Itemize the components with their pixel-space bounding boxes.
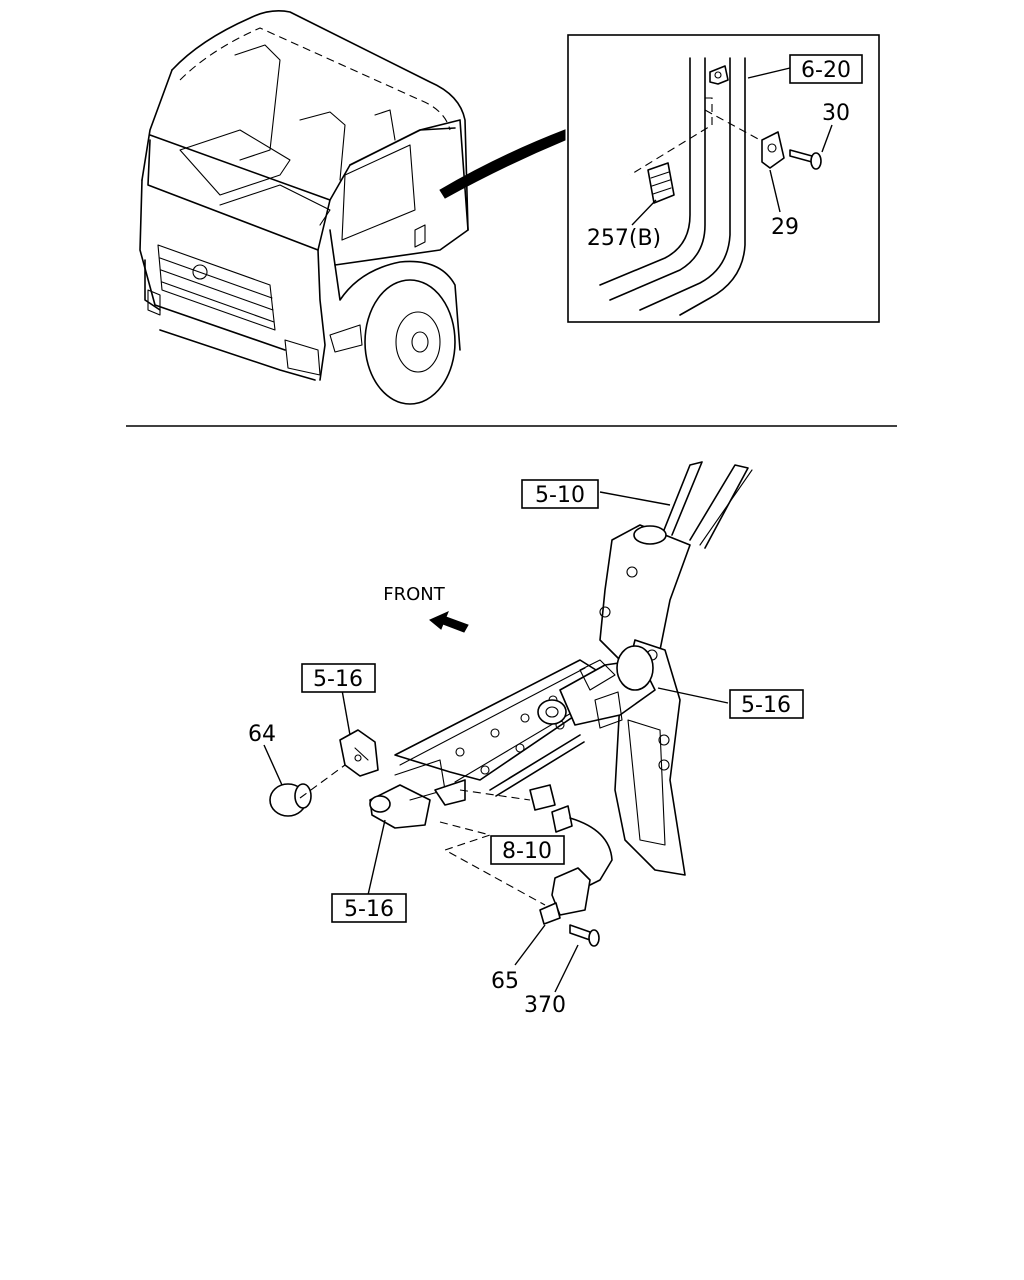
ref-8-10-label: 8-10 <box>502 839 552 864</box>
chassis-drawing <box>263 461 753 993</box>
ref-5-16-top-label: 5-16 <box>313 667 363 692</box>
ref-5-16-bottom-box <box>331 893 407 923</box>
truck-cab-drawing <box>139 10 566 405</box>
part-65-label: 65 <box>491 969 519 994</box>
part-30-label: 30 <box>822 101 850 126</box>
ref-6-20-box <box>789 54 863 84</box>
ref-6-20-label: 6-20 <box>801 58 851 83</box>
ref-5-16-bottom-label: 5-16 <box>344 897 394 922</box>
ref-5-10-label: 5-10 <box>535 483 585 508</box>
ref-8-10-box <box>490 835 565 865</box>
part-64-label: 64 <box>248 722 276 747</box>
ref-5-16-top-box <box>301 663 376 693</box>
part-29-label: 29 <box>771 215 799 240</box>
ref-5-10-box <box>521 479 599 509</box>
ref-5-16-right-label: 5-16 <box>741 693 791 718</box>
front-label: FRONT <box>383 584 445 605</box>
part-257b-label: 257(B) <box>587 226 661 251</box>
ref-5-16-right-box <box>729 689 804 719</box>
part-370-label: 370 <box>524 993 566 1018</box>
front-arrow-icon <box>429 611 469 633</box>
